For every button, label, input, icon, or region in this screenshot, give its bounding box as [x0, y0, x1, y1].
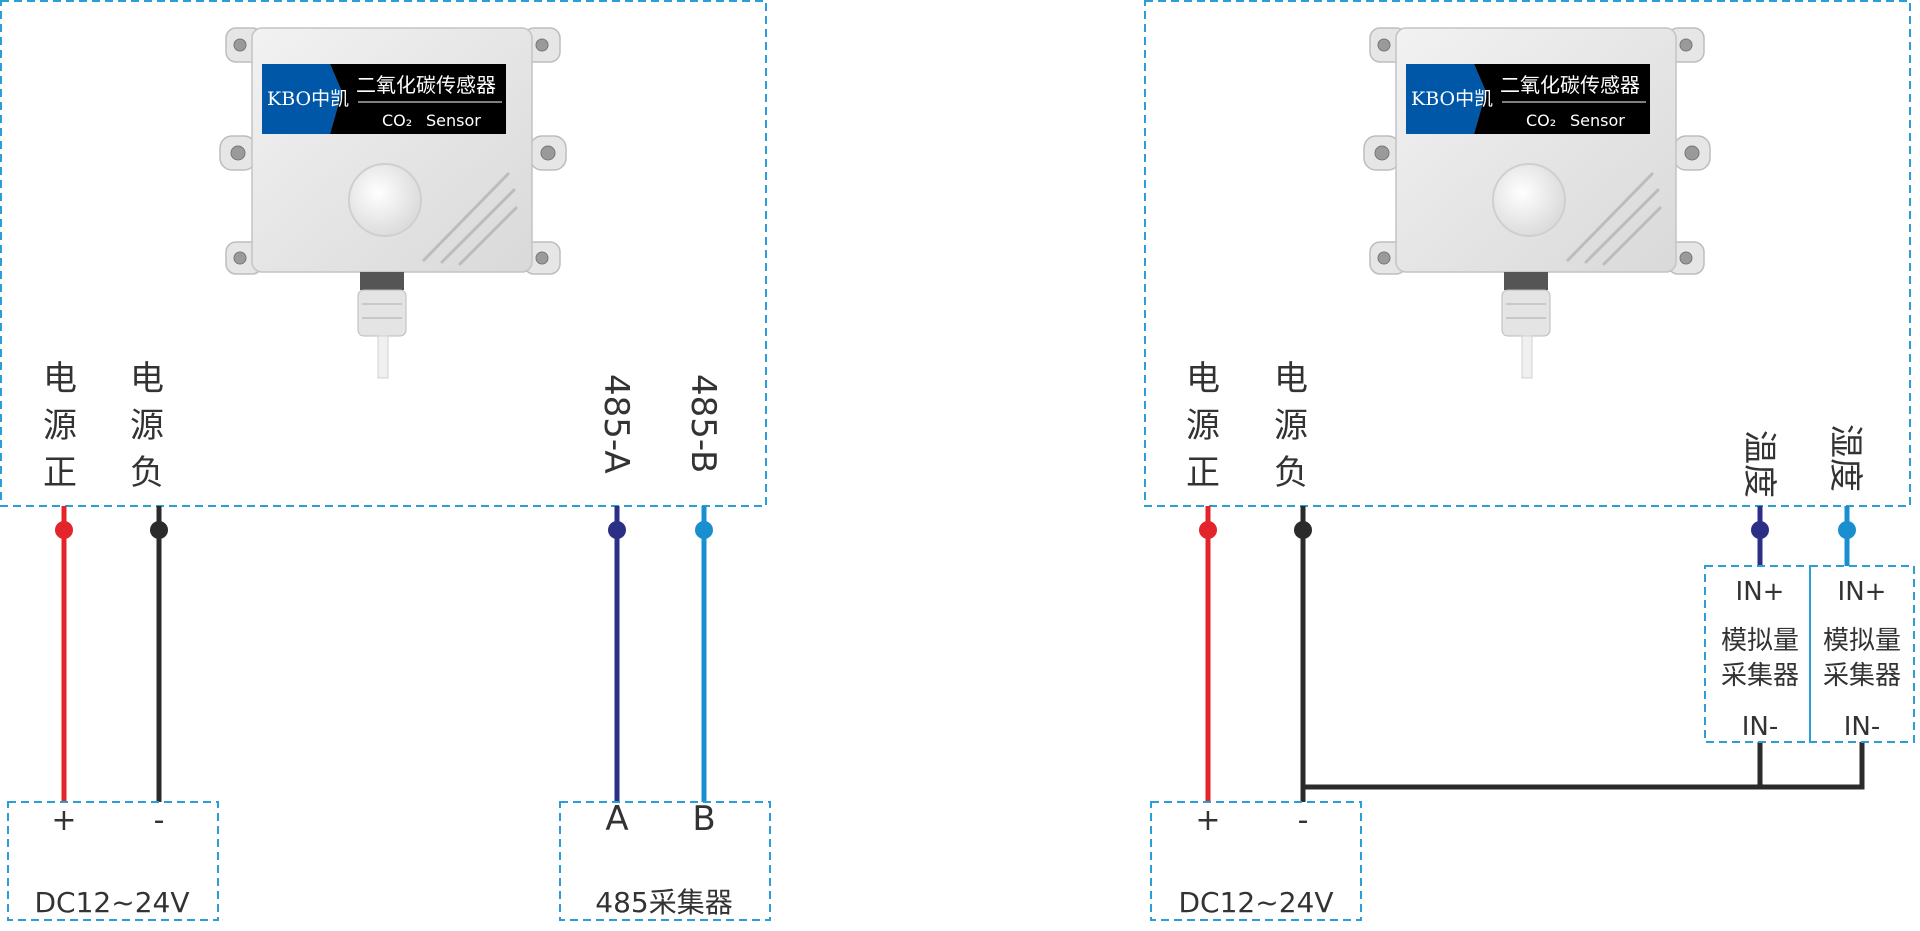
supply-plus-label: + [1195, 803, 1220, 838]
collector2-in-plus: IN+ [1838, 577, 1887, 607]
supply-minus-label: - [1298, 803, 1309, 838]
svg-text:源: 源 [43, 406, 77, 446]
collector2-in-minus: IN- [1844, 712, 1881, 742]
terminal-dot-positive [55, 521, 73, 539]
power-negative-label: 电 源 负 [1274, 359, 1308, 493]
screw-icons [1374, 38, 1700, 265]
svg-text:源: 源 [1186, 406, 1220, 446]
sensor-name-en: Sensor [426, 111, 481, 130]
sensor-name-en: Sensor [1570, 111, 1625, 130]
svg-text:源: 源 [130, 406, 164, 446]
humidity-label: 湿度 [1825, 424, 1865, 492]
sensor-co2-text: CO₂ [382, 111, 412, 130]
supply-plus-label: + [51, 803, 76, 838]
svg-text:负: 负 [1274, 453, 1308, 493]
svg-text:电: 电 [130, 359, 164, 399]
terminal-dot-humidity [1838, 521, 1856, 539]
terminal-dot-temperature [1751, 521, 1769, 539]
collector-b-label: B [692, 799, 715, 839]
right-sensor-device: KBO中凯 二氧化碳传感器 CO₂ Sensor [1363, 27, 1711, 379]
terminal-dot-485-a [608, 521, 626, 539]
left-sensor-box [0, 0, 767, 507]
power-negative-label: 电 源 负 [130, 359, 164, 493]
collector1-in-plus: IN+ [1736, 577, 1785, 607]
collector2-title-2: 采集器 [1823, 661, 1901, 691]
sensor-label: KBO中凯 二氧化碳传感器 CO₂ Sensor [262, 64, 506, 134]
left-sensor-device: KBO中凯 二氧化碳传感器 CO₂ Sensor [219, 27, 567, 379]
cable-gland [357, 272, 407, 379]
right-power-supply-box [1150, 801, 1362, 921]
rs485-b-label: 485-B [683, 374, 723, 473]
right-wiring-diagram: KBO中凯 二氧化碳传感器 CO₂ Sensor 电 源 正 电 源 负 [1144, 0, 1915, 921]
analog-collector-1-box [1704, 565, 1811, 743]
terminal-dot-485-b [695, 521, 713, 539]
left-power-supply-box [7, 801, 219, 921]
sensor-label: KBO中凯 二氧化碳传感器 CO₂ Sensor [1406, 64, 1650, 134]
terminal-dot-positive [1199, 521, 1217, 539]
supply-minus-label: - [154, 803, 165, 838]
collector-a-label: A [605, 799, 628, 839]
rs485-collector-box [559, 801, 771, 921]
sensor-co2-text: CO₂ [1526, 111, 1556, 130]
vent-grooves [422, 172, 518, 266]
brand-text: KBO中凯 [267, 88, 349, 110]
collector2-title-1: 模拟量 [1823, 626, 1901, 656]
collector1-title-2: 采集器 [1721, 661, 1799, 691]
sensor-dome [348, 163, 422, 237]
rs485-a-label: 485-A [596, 374, 636, 474]
sensor-dome [1492, 163, 1566, 237]
terminal-dot-negative [150, 521, 168, 539]
cable-gland [1501, 272, 1551, 379]
sensor-name-cn: 二氧化碳传感器 [356, 73, 496, 97]
collector1-in-minus: IN- [1742, 712, 1779, 742]
collector1-title-1: 模拟量 [1721, 626, 1799, 656]
svg-text:电: 电 [1274, 359, 1308, 399]
wire-power-negative [1300, 506, 1865, 790]
supply-voltage-label: DC12~24V [1179, 886, 1334, 919]
brand-text: KBO中凯 [1411, 88, 1493, 110]
power-positive-label: 电 源 正 [1186, 359, 1220, 493]
left-wiring-diagram: KBO中凯 二氧化碳传感器 CO₂ Sensor 电 源 正 电 源 [0, 0, 771, 921]
screw-icons [230, 38, 556, 265]
svg-text:电: 电 [1186, 359, 1220, 399]
svg-text:电: 电 [43, 359, 77, 399]
power-positive-label: 电 源 正 [43, 359, 77, 493]
sensor-name-cn: 二氧化碳传感器 [1500, 73, 1640, 97]
svg-text:正: 正 [1186, 453, 1220, 493]
svg-text:正: 正 [43, 453, 77, 493]
rs485-collector-label: 485采集器 [595, 886, 732, 919]
svg-text:源: 源 [1274, 406, 1308, 446]
svg-text:负: 负 [130, 453, 164, 493]
analog-collector-2-box [1809, 565, 1915, 743]
right-sensor-box [1144, 0, 1911, 507]
terminal-dot-negative [1294, 521, 1312, 539]
supply-voltage-label: DC12~24V [35, 886, 190, 919]
temperature-label: 温度 [1739, 430, 1779, 498]
